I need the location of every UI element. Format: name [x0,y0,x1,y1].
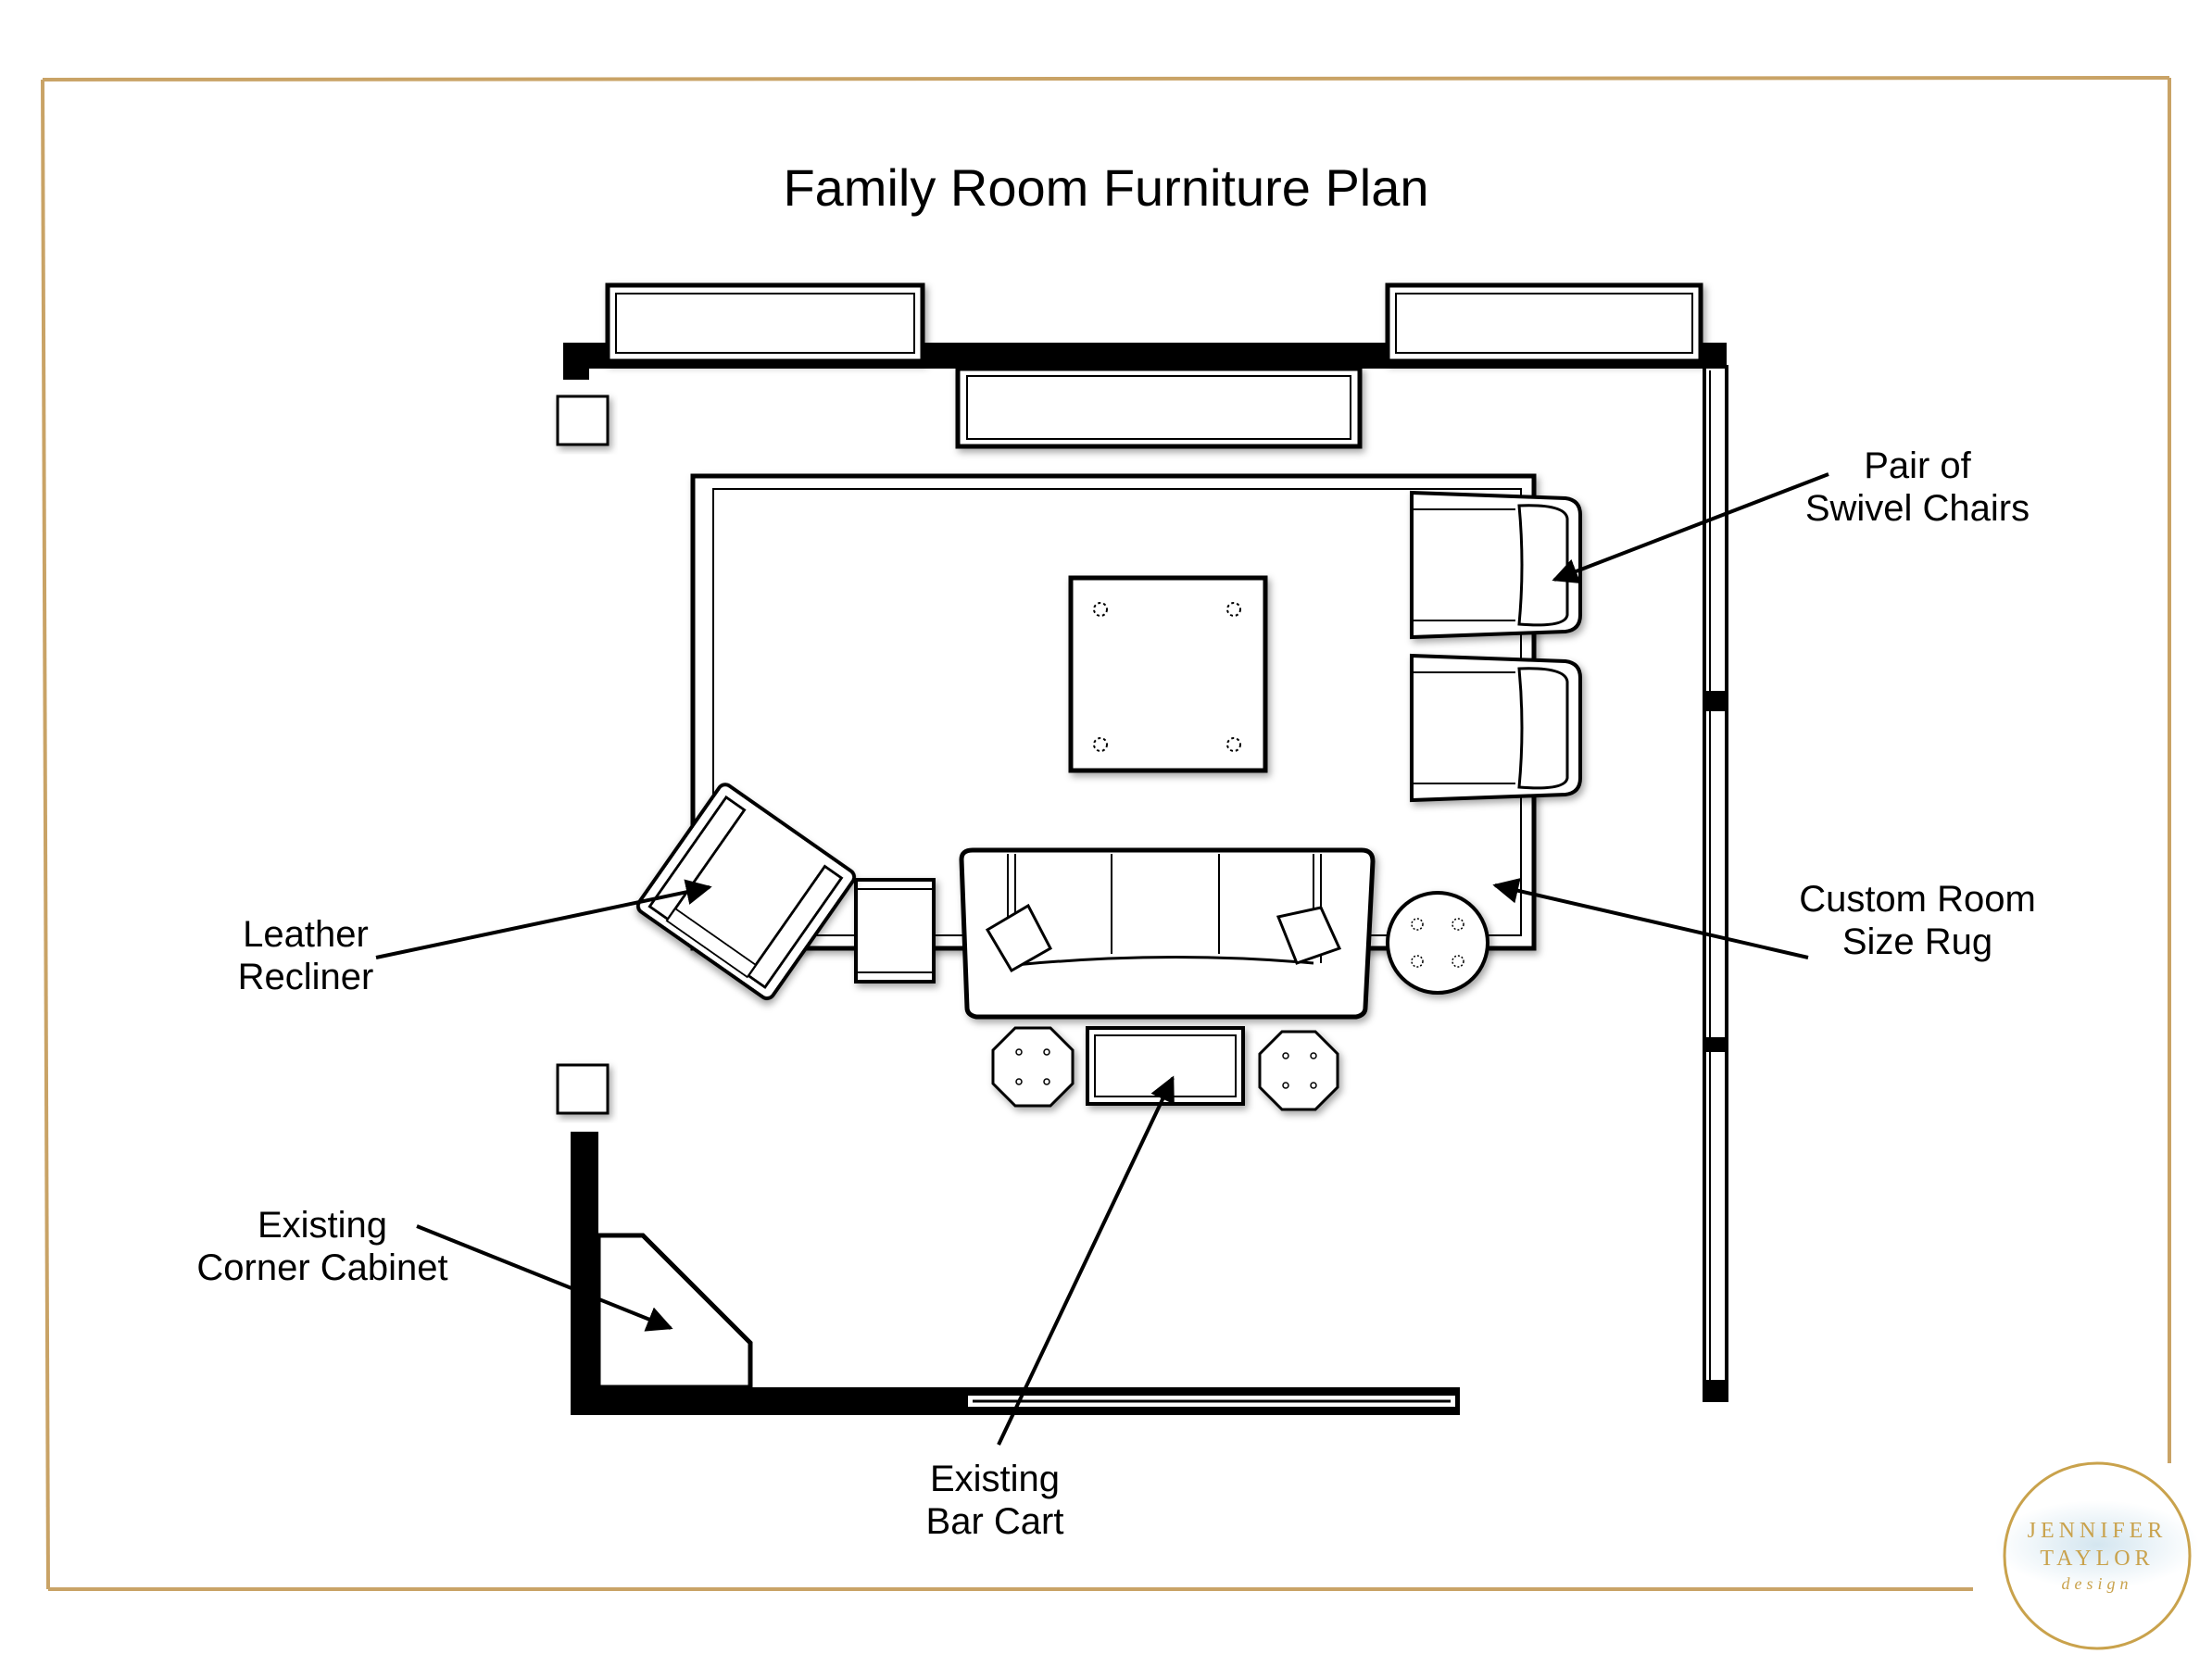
callout-arrows [375,472,1829,1446]
arrow-bar-cart [997,1075,1175,1446]
arrow-recliner [375,879,712,959]
label-swivel-chairs: Pair of Swivel Chairs [1804,445,2030,529]
right-wall [1703,343,1728,1402]
column-bottom [556,1063,610,1115]
logo-text: JENNIFER TAYLOR design [2027,1519,2168,1593]
arrow-rug [1492,878,1809,959]
page-frame [41,76,2171,1591]
sofa [959,847,1376,1020]
arrow-corner-cabinet [416,1224,673,1332]
label-bar-cart: Existing Bar Cart [925,1459,1064,1542]
plan-title: Family Room Furniture Plan [783,158,1429,217]
leather-recliner [635,783,857,1000]
label-corner-cabinet: Existing Corner Cabinet [196,1205,448,1288]
octagon-stool-left [991,1026,1075,1108]
round-side-table [1386,891,1489,995]
swivel-chair-1 [1410,490,1582,640]
swivel-chair-2 [1410,653,1582,803]
window-left [605,282,925,364]
label-rug: Custom Room Size Rug [1799,879,2036,962]
media-console [955,366,1363,449]
window-right [1385,282,1703,364]
end-table [854,878,936,984]
logo-seal [1995,1461,2199,1650]
label-recliner: Leather Recliner [237,914,374,997]
coffee-table [1068,575,1268,773]
column-top [556,395,610,446]
corner-cabinet [596,1233,753,1390]
octagon-stool-right [1258,1030,1339,1111]
arrow-swivel-chairs [1552,472,1829,584]
left-wall-lower [571,1132,598,1415]
